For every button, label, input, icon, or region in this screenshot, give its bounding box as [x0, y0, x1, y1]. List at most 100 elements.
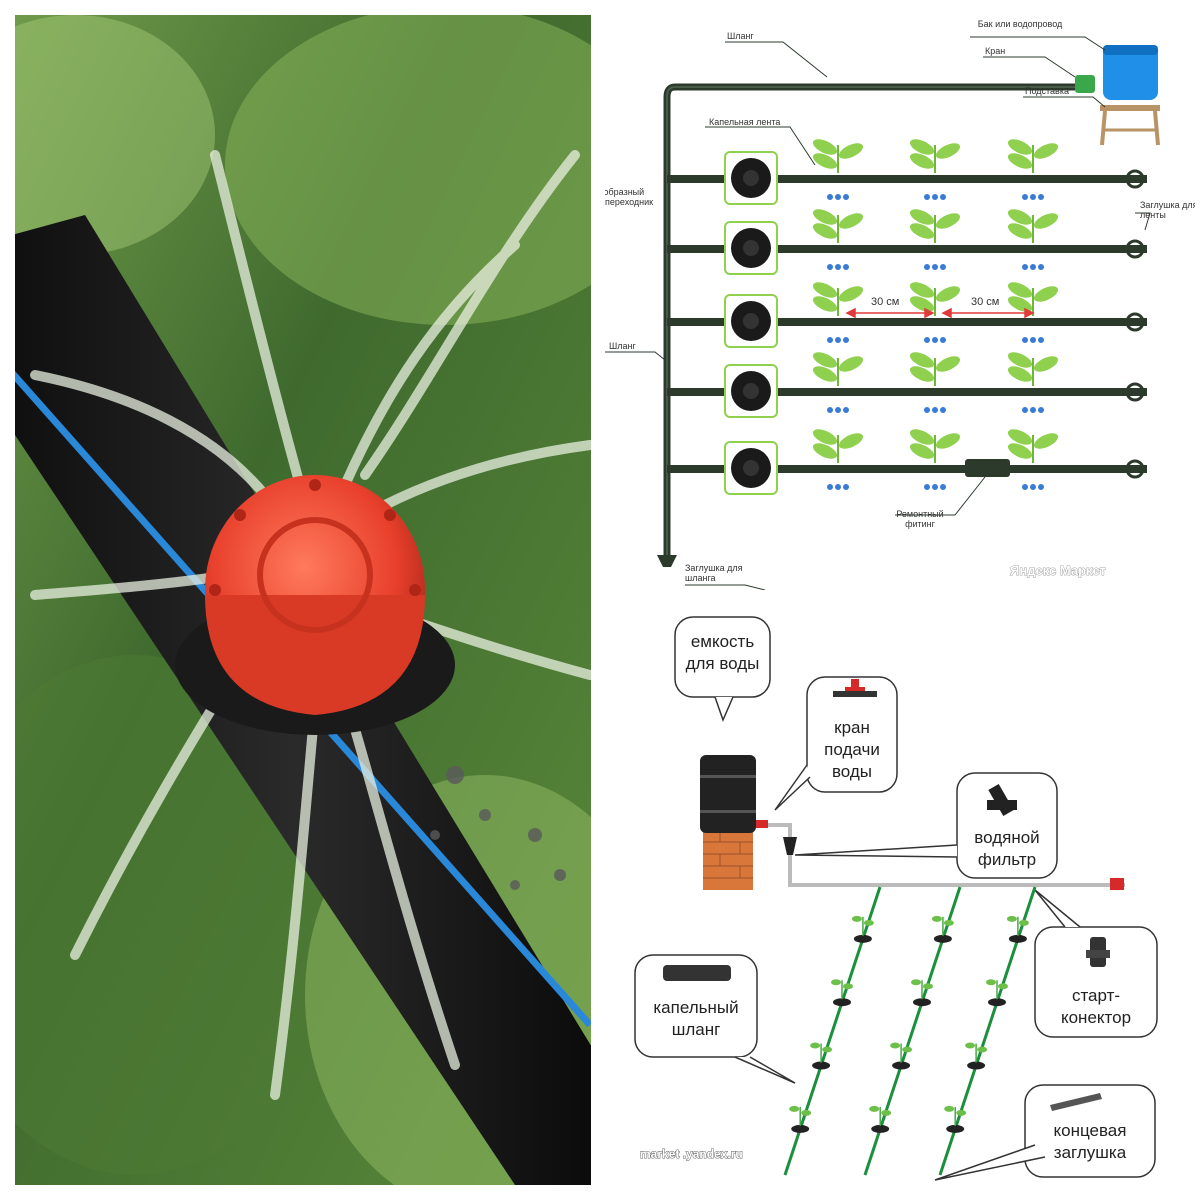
soil-spot	[812, 1061, 831, 1070]
label-hose-side: Шланг	[609, 341, 636, 351]
tap-icon	[833, 679, 877, 697]
label-tap: Кран	[985, 46, 1005, 56]
barrel-icon	[700, 755, 756, 833]
sprout-icon	[986, 979, 1008, 1000]
label-tape-plug: Заглушка для ленты	[1140, 200, 1195, 220]
water-drop-icon	[1038, 337, 1044, 343]
sprout-icon	[890, 1042, 913, 1063]
water-drop-icon	[1038, 407, 1044, 413]
water-drop-icon	[940, 194, 946, 200]
filter-icon-small	[783, 837, 797, 855]
water-drop-icon	[1030, 407, 1036, 413]
plant-icon	[909, 139, 961, 173]
label-tank: Бак или водопровод	[977, 19, 1063, 29]
hose-icon	[663, 965, 731, 981]
water-drop-icon	[827, 407, 833, 413]
water-drop-icon	[924, 194, 930, 200]
water-drop-icon	[940, 264, 946, 270]
plant-icon	[909, 209, 961, 243]
water-drop-icon	[1030, 194, 1036, 200]
water-drop-icon	[843, 264, 849, 270]
tap-icon	[1075, 75, 1095, 93]
emitter-photo	[15, 15, 591, 1185]
soil-spot	[791, 1124, 810, 1133]
water-drop-icon	[924, 484, 930, 490]
label-adapter: Т-образный переходник	[605, 187, 654, 207]
drip-tape-diagram: 30 см 30 см Шланг Бак или водопровод Кра…	[605, 19, 1195, 590]
plant-icon	[812, 139, 864, 173]
water-drop-icon	[1038, 264, 1044, 270]
water-drop-icon	[827, 194, 833, 200]
water-drop-icon	[932, 194, 938, 200]
water-drop-icon	[1022, 407, 1028, 413]
label-repair-fitting: Ремонтный фитинг	[896, 509, 944, 529]
brick-stand-icon	[703, 830, 753, 890]
soil-spot	[833, 998, 851, 1007]
sprout-icon	[851, 915, 874, 936]
sprout-icon	[944, 1105, 967, 1126]
tape-row	[667, 151, 1147, 205]
drip-system-diagram: емкость для воды кран подачи воды водяно…	[634, 616, 1158, 1181]
tape-row	[667, 364, 1147, 418]
label-stand: Подставка	[1025, 86, 1069, 96]
soil-spot	[967, 1061, 986, 1070]
callout-filter	[956, 772, 1058, 879]
water-drop-icon	[940, 407, 946, 413]
water-drop-icon	[1022, 484, 1028, 490]
label-hose-top: Шланг	[727, 31, 754, 41]
plant-icon	[812, 209, 864, 243]
watermark-top: Яндекс Маркет	[1010, 563, 1106, 578]
water-drop-icon	[835, 194, 841, 200]
water-drop-icon	[1022, 337, 1028, 343]
label-filter: водяной фильтр	[974, 828, 1040, 869]
plant-icon	[812, 429, 864, 463]
plant-icon	[909, 429, 961, 463]
water-drop-icon	[924, 337, 930, 343]
water-drop-icon	[1030, 337, 1036, 343]
water-drop-icon	[1038, 194, 1044, 200]
soil-spot	[1008, 934, 1027, 943]
soil-spot	[853, 934, 872, 943]
water-drop-icon	[1030, 264, 1036, 270]
water-drop-icon	[932, 264, 938, 270]
soil-spot	[892, 1061, 911, 1070]
plant-icon	[812, 352, 864, 386]
spacing-arrows	[845, 307, 1035, 319]
label-drip-tape: Капельная лента	[709, 117, 780, 127]
sprout-icon	[810, 1042, 833, 1063]
soil-spot	[946, 1124, 965, 1133]
tape-row	[667, 441, 1147, 495]
hose-plug-icon	[657, 555, 677, 567]
water-drop-icon	[932, 337, 938, 343]
soil-spot	[988, 998, 1006, 1007]
soil-spot	[871, 1124, 890, 1133]
water-drop-icon	[835, 484, 841, 490]
sprout-icon	[965, 1042, 988, 1063]
water-drop-icon	[1022, 194, 1028, 200]
label-tap: кран подачи воды	[824, 718, 880, 781]
spacing-label-1: 30 см	[871, 296, 899, 308]
label-connector: старт-конектор	[1060, 986, 1132, 1027]
plant-icon	[1007, 209, 1059, 243]
water-drop-icon	[843, 484, 849, 490]
water-drop-icon	[932, 407, 938, 413]
watermark-bottom: market .yandex.ru	[640, 1147, 743, 1161]
water-drop-icon	[835, 407, 841, 413]
water-drop-icon	[940, 484, 946, 490]
drip-system-scheme: емкость для воды кран подачи воды водяно…	[605, 605, 1195, 1185]
water-drop-icon	[1038, 484, 1044, 490]
water-drop-icon	[835, 264, 841, 270]
plant-icon	[909, 282, 961, 316]
label-end-plug: концевая заглушка	[1053, 1121, 1127, 1162]
label-hose-plug: Заглушка для шланга	[685, 563, 743, 583]
filter-icon	[987, 784, 1017, 816]
tank-icon	[1103, 45, 1158, 100]
water-drop-icon	[1030, 484, 1036, 490]
tape-row	[667, 294, 1147, 348]
pipe-end-tap	[1110, 878, 1124, 890]
plant-icon	[812, 282, 864, 316]
soil-spot	[933, 934, 952, 943]
plant-icon	[1007, 429, 1059, 463]
plant-icon	[1007, 139, 1059, 173]
end-plug-icon	[1050, 1093, 1102, 1111]
